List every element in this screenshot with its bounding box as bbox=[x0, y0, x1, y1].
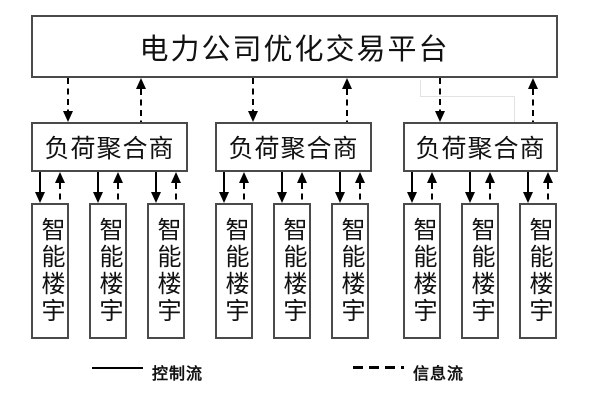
control-flow-down-arrow bbox=[465, 172, 475, 203]
info-flow-up-arrow bbox=[342, 78, 352, 122]
arrowhead-down-icon bbox=[335, 192, 345, 203]
arrowhead-up-icon bbox=[427, 172, 437, 183]
building-label: 智能楼宇 bbox=[37, 217, 63, 325]
info-flow-up-arrow bbox=[113, 172, 123, 203]
arrowhead-up-icon bbox=[239, 172, 249, 183]
aggregator-label: 负荷聚合商 bbox=[415, 136, 546, 163]
building-label: 智能楼宇 bbox=[525, 217, 551, 325]
arrowhead-up-icon bbox=[355, 172, 365, 183]
arrowhead-down-icon bbox=[523, 192, 533, 203]
building-box-9: 智能楼宇 bbox=[519, 203, 557, 339]
info-flow-up-arrow bbox=[136, 78, 146, 122]
info-flow-up-arrow bbox=[427, 172, 437, 203]
arrowhead-up-icon bbox=[485, 172, 495, 183]
arrowhead-down-icon bbox=[407, 192, 417, 203]
arrowhead-up-icon bbox=[136, 78, 146, 89]
control-flow-down-arrow bbox=[35, 172, 45, 203]
building-box-4: 智能楼宇 bbox=[215, 203, 253, 339]
platform-box: 电力公司优化交易平台 bbox=[31, 15, 558, 78]
info-flow-up-arrow bbox=[171, 172, 181, 203]
aggregator-box-3: 负荷聚合商 bbox=[403, 122, 558, 172]
arrowhead-down-icon bbox=[435, 111, 445, 122]
info-flow-up-arrow bbox=[528, 78, 538, 122]
info-flow-up-arrow bbox=[355, 172, 365, 203]
building-box-2: 智能楼宇 bbox=[89, 203, 127, 339]
arrowhead-up-icon bbox=[55, 172, 65, 183]
building-box-8: 智能楼宇 bbox=[461, 203, 499, 339]
arrowhead-up-icon bbox=[543, 172, 553, 183]
arrowhead-up-icon bbox=[297, 172, 307, 183]
artifact-line-vertical-left bbox=[420, 80, 421, 97]
arrowhead-down-icon bbox=[35, 192, 45, 203]
arrowhead-down-icon bbox=[151, 192, 161, 203]
arrowhead-up-icon bbox=[528, 78, 538, 89]
info-flow-up-arrow bbox=[297, 172, 307, 203]
building-box-7: 智能楼宇 bbox=[403, 203, 441, 339]
arrowhead-down-icon bbox=[248, 111, 258, 122]
control-flow-down-arrow bbox=[407, 172, 417, 203]
info-flow-down-arrow bbox=[63, 78, 73, 122]
control-flow-line-sample bbox=[92, 367, 143, 369]
aggregator-label: 负荷聚合商 bbox=[44, 136, 175, 163]
info-flow-up-arrow bbox=[55, 172, 65, 203]
building-box-5: 智能楼宇 bbox=[273, 203, 311, 339]
info-flow-up-arrow bbox=[485, 172, 495, 203]
aggregator-label: 负荷聚合商 bbox=[228, 136, 359, 163]
aggregator-box-1: 负荷聚合商 bbox=[31, 122, 188, 172]
control-flow-down-arrow bbox=[277, 172, 287, 203]
aggregator-box-2: 负荷聚合商 bbox=[215, 122, 372, 172]
info-flow-down-arrow bbox=[248, 78, 258, 122]
platform-label: 电力公司优化交易平台 bbox=[139, 33, 450, 66]
info-flow-down-arrow bbox=[435, 78, 445, 122]
arrowhead-down-icon bbox=[277, 192, 287, 203]
arrowhead-down-icon bbox=[63, 111, 73, 122]
building-label: 智能楼宇 bbox=[221, 217, 247, 325]
control-flow-legend-label: 控制流 bbox=[152, 366, 204, 383]
building-label: 智能楼宇 bbox=[467, 217, 493, 325]
building-label: 智能楼宇 bbox=[337, 217, 363, 325]
building-label: 智能楼宇 bbox=[409, 217, 435, 325]
building-box-6: 智能楼宇 bbox=[331, 203, 369, 339]
control-flow-down-arrow bbox=[151, 172, 161, 203]
info-flow-legend-label: 信息流 bbox=[413, 366, 465, 383]
control-flow-down-arrow bbox=[523, 172, 533, 203]
artifact-line-vertical-right bbox=[514, 96, 515, 122]
arrowhead-down-icon bbox=[465, 192, 475, 203]
building-label: 智能楼宇 bbox=[153, 217, 179, 325]
info-flow-up-arrow bbox=[543, 172, 553, 203]
arrowhead-down-icon bbox=[93, 192, 103, 203]
arrowhead-up-icon bbox=[342, 78, 352, 89]
control-flow-down-arrow bbox=[93, 172, 103, 203]
building-box-3: 智能楼宇 bbox=[147, 203, 185, 339]
arrowhead-down-icon bbox=[219, 192, 229, 203]
control-flow-down-arrow bbox=[219, 172, 229, 203]
building-label: 智能楼宇 bbox=[95, 217, 121, 325]
building-box-1: 智能楼宇 bbox=[31, 203, 69, 339]
arrowhead-up-icon bbox=[113, 172, 123, 183]
artifact-line-horizontal bbox=[420, 96, 515, 97]
arrowhead-up-icon bbox=[171, 172, 181, 183]
building-label: 智能楼宇 bbox=[279, 217, 305, 325]
control-flow-down-arrow bbox=[335, 172, 345, 203]
info-flow-line-sample bbox=[353, 366, 404, 369]
info-flow-up-arrow bbox=[239, 172, 249, 203]
